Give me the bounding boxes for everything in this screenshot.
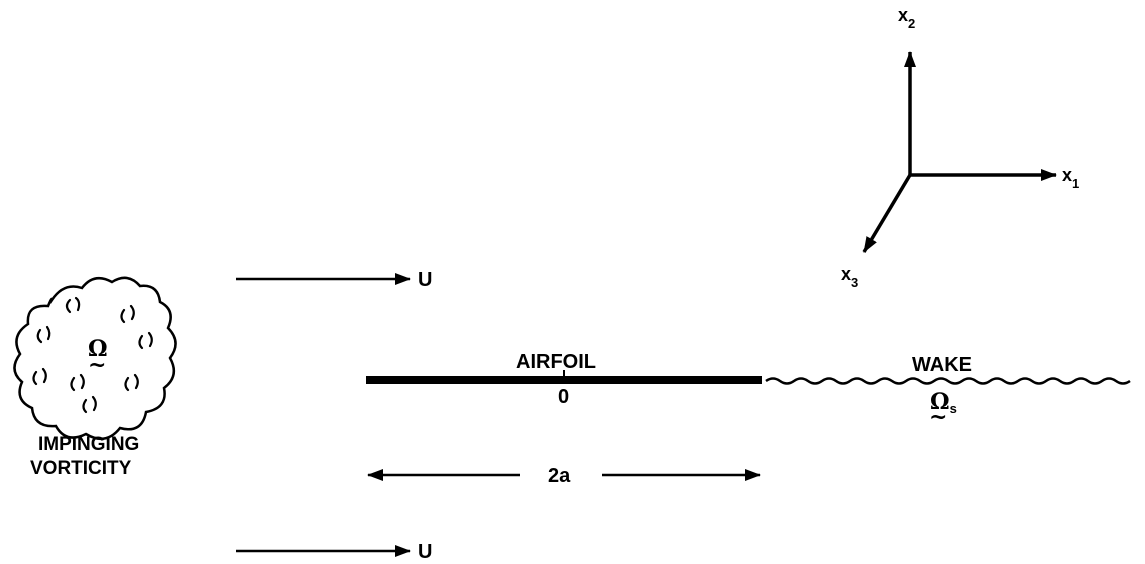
swirl bbox=[65, 296, 81, 314]
swirl bbox=[82, 395, 97, 414]
freestream-label-top: U bbox=[418, 269, 432, 291]
x3-axis-label: x3 bbox=[841, 264, 858, 290]
cloud-vorticity-symbol: Ω bbox=[88, 336, 108, 362]
freestream-top: U bbox=[236, 269, 432, 291]
wake-vorticity-tilde: ~ bbox=[929, 404, 947, 430]
swirl bbox=[124, 373, 139, 392]
vorticity-cloud: Ω ~ IMPINGING VORTICITY bbox=[13, 276, 177, 479]
span-dimension: 2a bbox=[367, 465, 761, 487]
freestream-bottom: U bbox=[236, 541, 432, 563]
wake-label: WAKE bbox=[912, 354, 972, 376]
x3-axis-arrow bbox=[862, 174, 912, 253]
wake-wavy-line bbox=[765, 377, 1131, 385]
x2-axis-label: x2 bbox=[898, 5, 915, 31]
swirl bbox=[36, 325, 51, 344]
x1-axis-label: x1 bbox=[1062, 165, 1079, 191]
airfoil-label: AIRFOIL bbox=[516, 351, 596, 373]
cloud-caption-line2: VORTICITY bbox=[30, 458, 132, 479]
wake: WAKE Ωs ~ bbox=[765, 354, 1131, 430]
cloud-swirls bbox=[32, 296, 153, 414]
coordinate-axes: x2 x1 x3 bbox=[841, 5, 1079, 290]
swirl bbox=[138, 331, 153, 350]
airfoil: AIRFOIL 0 bbox=[366, 351, 762, 408]
cloud-caption-line1: IMPINGING bbox=[38, 434, 139, 455]
origin-label: 0 bbox=[558, 386, 569, 408]
cloud-outline bbox=[13, 276, 177, 441]
swirl bbox=[70, 373, 85, 392]
wake-vorticity-symbol: Ωs bbox=[930, 389, 957, 416]
cloud-vorticity-tilde: ~ bbox=[88, 352, 106, 378]
span-label: 2a bbox=[548, 465, 571, 487]
freestream-label-bottom: U bbox=[418, 541, 432, 563]
swirl bbox=[120, 304, 135, 324]
airfoil-plate bbox=[366, 376, 762, 384]
swirl bbox=[32, 367, 47, 386]
